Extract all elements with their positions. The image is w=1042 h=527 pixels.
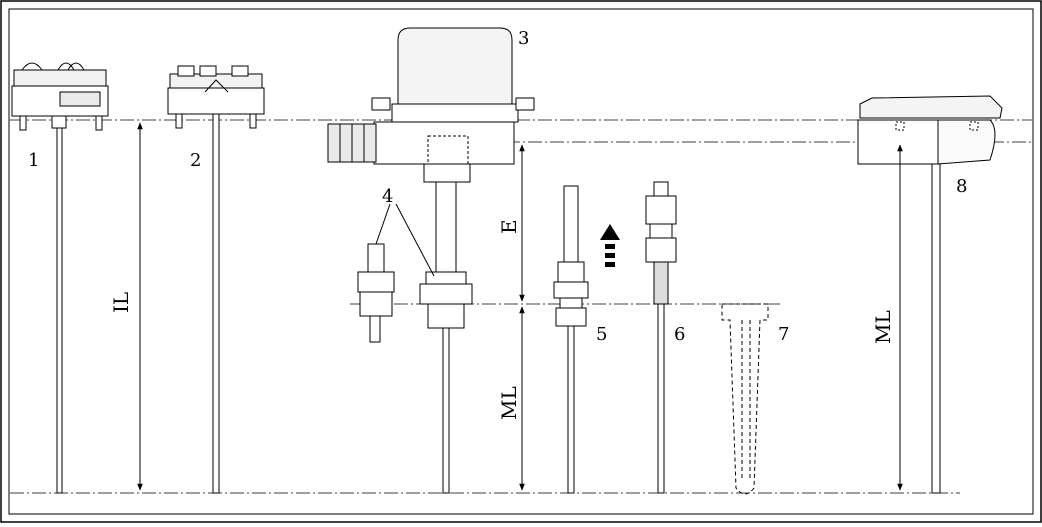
insert-screw-terminal (167, 65, 265, 494)
callout-6: 6 (674, 324, 685, 345)
thermowell-outline (721, 303, 769, 495)
extension-neck-union (553, 185, 589, 494)
insert-terminal-block (11, 62, 109, 494)
ml-right-label: ML (871, 310, 895, 344)
callout-3: 3 (518, 28, 529, 49)
e-label: E (497, 219, 521, 234)
callout-4: 4 (382, 186, 393, 207)
inner-frame (8, 8, 1034, 515)
ml-center-label: ML (497, 386, 521, 420)
callout-4-leader-a (375, 203, 391, 245)
callout-4-leader-b (395, 203, 435, 277)
insert-direction-arrow (600, 224, 620, 267)
terminal-head-assembly (327, 27, 535, 494)
compression-fitting (357, 243, 395, 343)
callout-8: 8 (956, 176, 967, 197)
reference-lines (10, 119, 1032, 494)
callout-2: 2 (190, 150, 201, 171)
extension-compression-nipple (645, 181, 677, 494)
callout-7: 7 (778, 324, 789, 345)
callout-1: 1 (28, 150, 39, 171)
il-label: IL (109, 292, 133, 313)
callout-5: 5 (596, 324, 607, 345)
field-housing-insert (857, 95, 1003, 494)
